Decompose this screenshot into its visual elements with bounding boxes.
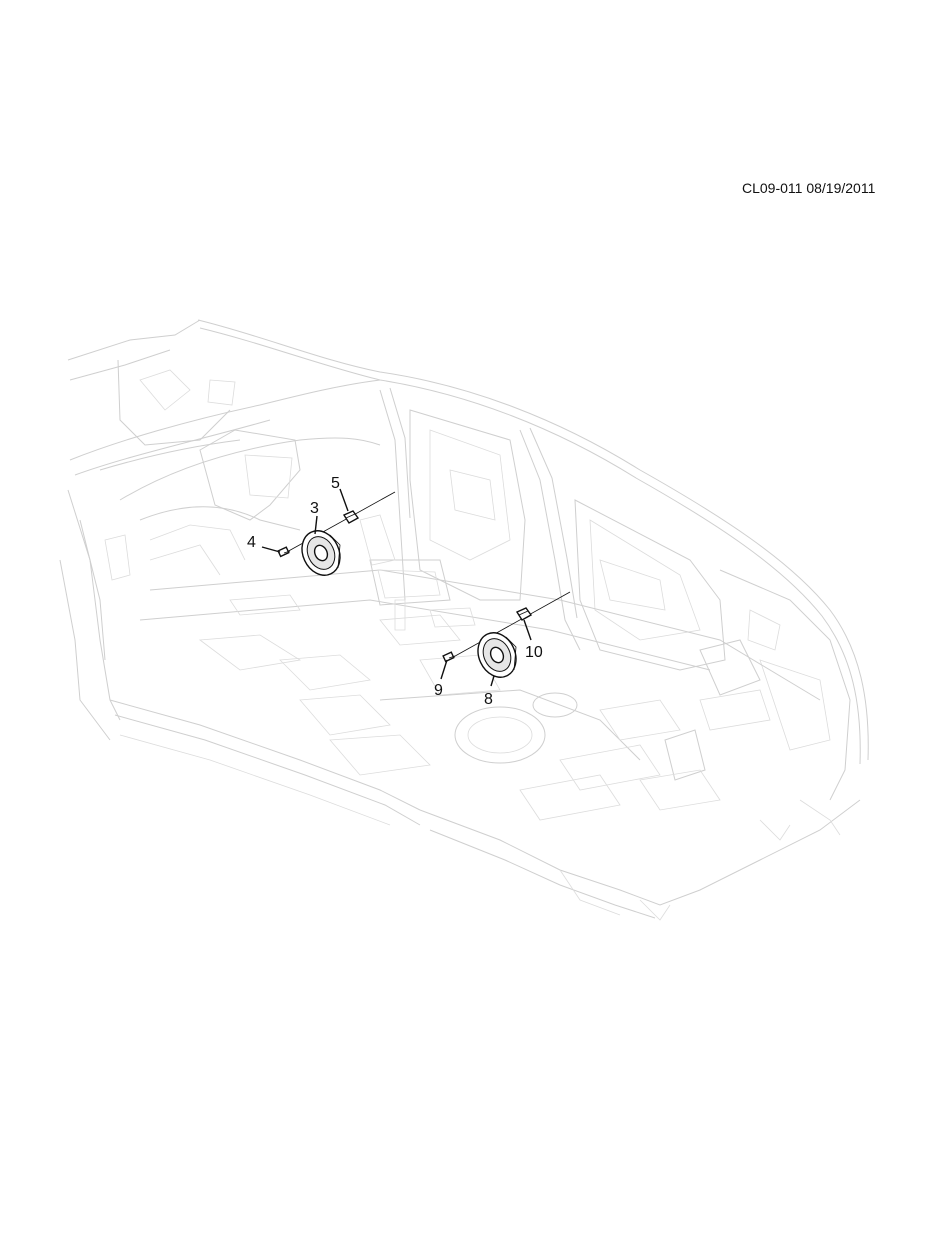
front-speaker-connector [342,510,360,524]
callout-10: 10 [525,644,543,661]
callout-9: 9 [434,682,443,699]
front-speaker-assembly [261,488,396,576]
rear-speaker-mount-axis [447,591,571,661]
rear-speaker-connector [515,607,533,621]
diagram-reference-code: CL09-011 08/19/2011 [742,180,876,196]
leader-10 [523,619,532,641]
front-speaker-mount-axis [284,491,396,554]
rear-speaker-screw [442,651,456,663]
rear-speaker [477,632,517,678]
leader-5 [339,488,349,512]
vehicle-body-outline [59,319,869,921]
front-speaker [301,530,341,576]
callout-3: 3 [310,500,319,517]
front-speaker-screw [277,546,291,558]
leader-4 [261,546,281,553]
callout-5: 5 [331,475,340,492]
leader-8 [490,675,495,687]
callout-8: 8 [484,691,493,708]
leader-3 [314,515,318,535]
callout-4: 4 [247,534,256,551]
leader-9 [440,659,448,680]
rear-speaker-assembly [440,591,571,687]
